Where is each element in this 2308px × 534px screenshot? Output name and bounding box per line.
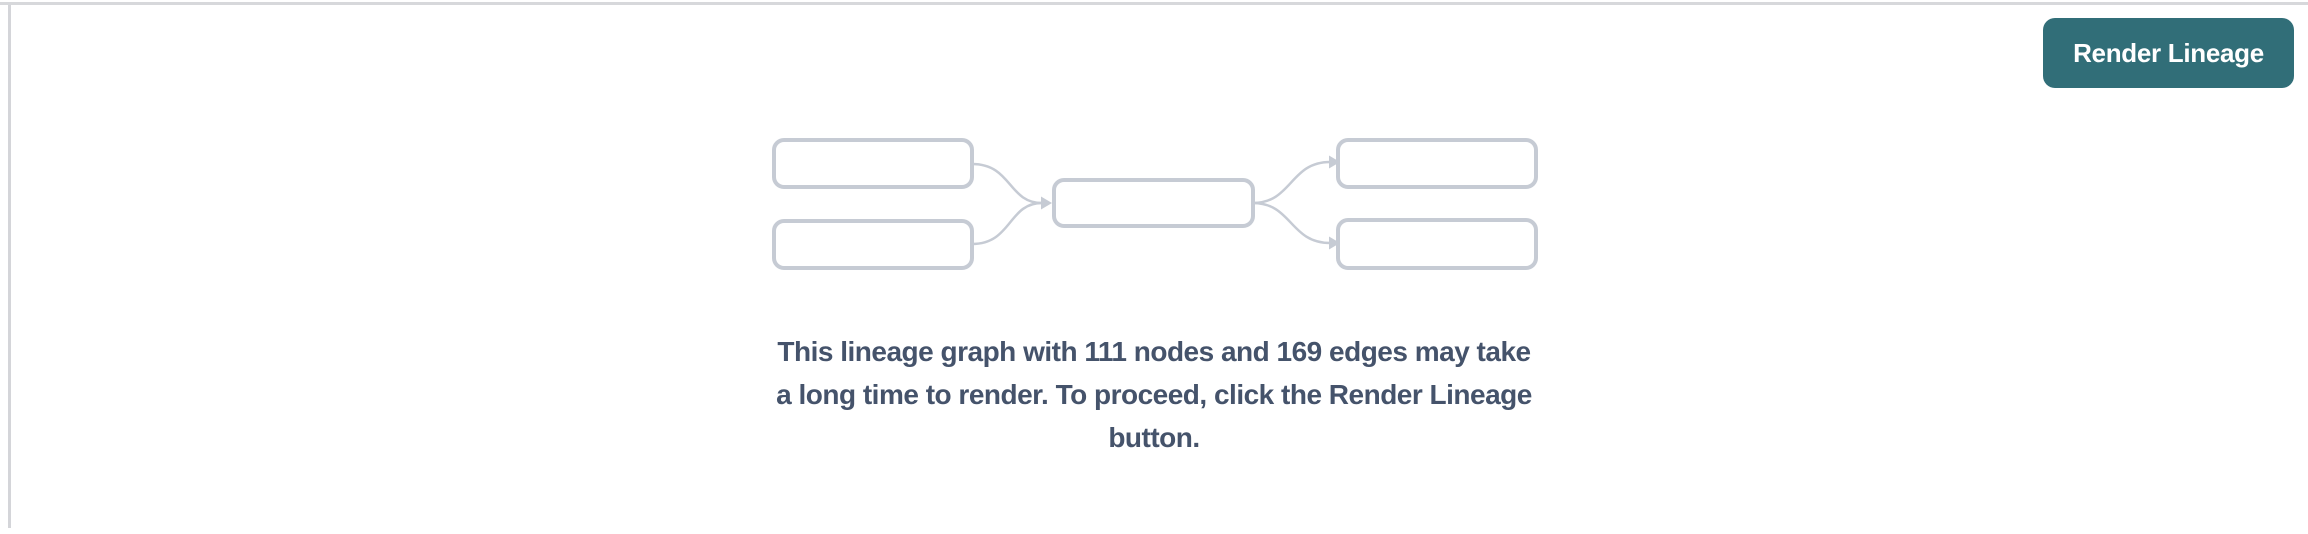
panel-top-border — [0, 2, 2308, 5]
graph-node-source-top — [772, 138, 974, 189]
graph-edge-bottom-right — [1252, 201, 1331, 245]
message-line: a long time to render. To proceed, click… — [776, 379, 1532, 410]
lineage-placeholder-graphic — [772, 138, 1538, 270]
message-line: This lineage graph with 111 nodes and 16… — [777, 336, 1531, 367]
graph-node-center — [1052, 178, 1255, 228]
graph-edge-bottom-left — [971, 201, 1043, 246]
arrowhead-bottom-right — [1329, 236, 1340, 250]
graph-node-target-top — [1336, 138, 1538, 189]
graph-arrowheads — [1041, 155, 1340, 250]
graph-nodes — [772, 138, 1538, 270]
panel-resize-divider[interactable] — [8, 5, 11, 528]
graph-edge-top-right — [1252, 160, 1331, 205]
message-line: button. — [1108, 422, 1200, 453]
graph-edges — [971, 160, 1331, 246]
lineage-warning-message: This lineage graph with 111 nodes and 16… — [0, 330, 2308, 459]
arrowhead-center — [1041, 196, 1052, 210]
graph-node-source-bottom — [772, 219, 974, 270]
render-lineage-button[interactable]: Render Lineage — [2043, 18, 2294, 88]
arrowhead-top-right — [1329, 155, 1340, 169]
graph-edge-top-left — [971, 162, 1043, 205]
graph-node-target-bottom — [1336, 218, 1538, 270]
